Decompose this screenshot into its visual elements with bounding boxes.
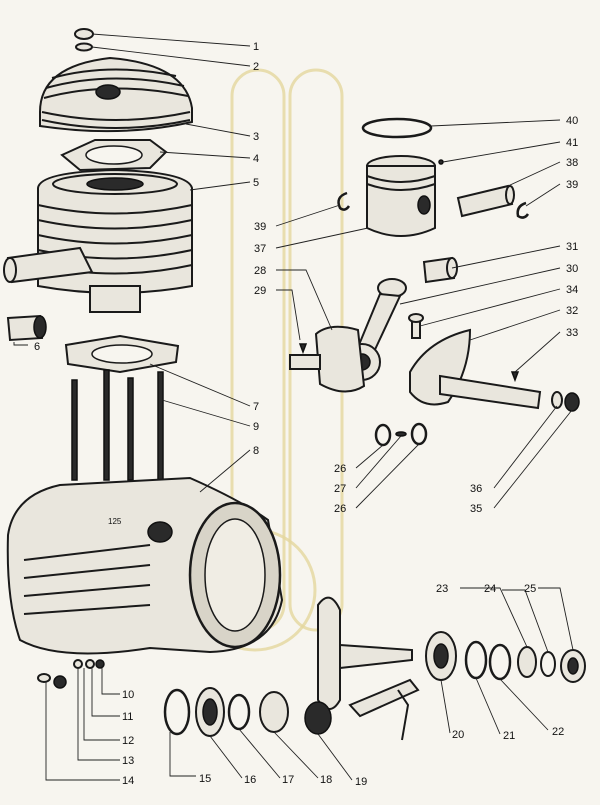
- callout-8: 8: [253, 445, 259, 457]
- head-nut: [74, 28, 94, 52]
- callout-17: 17: [282, 774, 294, 786]
- callout-27: 27: [334, 483, 346, 495]
- callout-34: 34: [566, 284, 578, 296]
- head-gasket: [60, 139, 168, 172]
- callout-22: 22: [552, 726, 564, 738]
- callout-21: 21: [503, 730, 515, 742]
- drain-plug-parts: [37, 659, 105, 689]
- circlips: [337, 191, 530, 219]
- dowel-pin: [438, 159, 444, 165]
- callout-32: 32: [566, 305, 578, 317]
- callout-26a: 26: [334, 463, 346, 475]
- small-end-bush: [422, 256, 458, 284]
- callout-26b: 26: [334, 503, 346, 515]
- callout-24: 24: [484, 583, 496, 595]
- piston: [366, 155, 436, 237]
- callout-6: 6: [34, 341, 40, 353]
- flywheel-half-right: [409, 328, 542, 410]
- callout-25: 25: [524, 583, 536, 595]
- callout-36: 36: [470, 483, 482, 495]
- crankpin-bolt: [408, 313, 424, 339]
- callout-39b: 39: [566, 179, 578, 191]
- bearing-set-right: [425, 631, 586, 683]
- piston-pin: [456, 184, 515, 218]
- callout-14: 14: [122, 775, 134, 787]
- callout-labels: 1 2 3 4 5 6 7 8 9 10 11 12 13 14 15 16 1…: [34, 41, 578, 788]
- callout-1: 1: [253, 41, 259, 53]
- callout-20: 20: [452, 729, 464, 741]
- callout-4: 4: [253, 153, 259, 165]
- cylinder-barrel: [3, 168, 193, 313]
- callout-37: 37: [254, 243, 266, 255]
- callout-5: 5: [253, 177, 259, 189]
- callout-23: 23: [436, 583, 448, 595]
- callout-11: 11: [122, 711, 133, 723]
- callout-19: 19: [355, 776, 367, 788]
- callout-38: 38: [566, 157, 578, 169]
- base-gasket: [64, 334, 180, 374]
- flywheel-half-left: [289, 325, 366, 393]
- callout-2: 2: [253, 61, 259, 73]
- callout-28: 28: [254, 265, 266, 277]
- callout-15: 15: [199, 773, 211, 785]
- bush: [6, 314, 47, 342]
- crank-nut-washer: [551, 391, 580, 412]
- callout-7: 7: [253, 401, 259, 413]
- callout-40: 40: [566, 115, 578, 127]
- piston-ring: [361, 117, 433, 139]
- callout-3: 3: [253, 131, 259, 143]
- thrust-washers: [374, 422, 428, 447]
- callout-29: 29: [254, 285, 266, 297]
- callout-18: 18: [320, 774, 332, 786]
- crankcase-marking: 125: [108, 517, 122, 526]
- callout-41: 41: [566, 137, 578, 149]
- bearing-set-bottom: [163, 687, 332, 737]
- callout-30: 30: [566, 263, 578, 275]
- crankcase: 125: [6, 476, 284, 655]
- callout-31: 31: [566, 241, 578, 253]
- callout-13: 13: [122, 755, 134, 767]
- cylinder-studs: [71, 369, 164, 481]
- callout-35: 35: [470, 503, 482, 515]
- callout-12: 12: [122, 735, 134, 747]
- callout-16: 16: [244, 774, 256, 786]
- cylinder-head: [39, 56, 193, 133]
- drive-shaft: [317, 596, 420, 741]
- callout-39a: 39: [254, 221, 266, 233]
- callout-10: 10: [122, 689, 134, 701]
- callout-9: 9: [253, 421, 259, 433]
- callout-33: 33: [566, 327, 578, 339]
- leader-lines: [13, 33, 574, 781]
